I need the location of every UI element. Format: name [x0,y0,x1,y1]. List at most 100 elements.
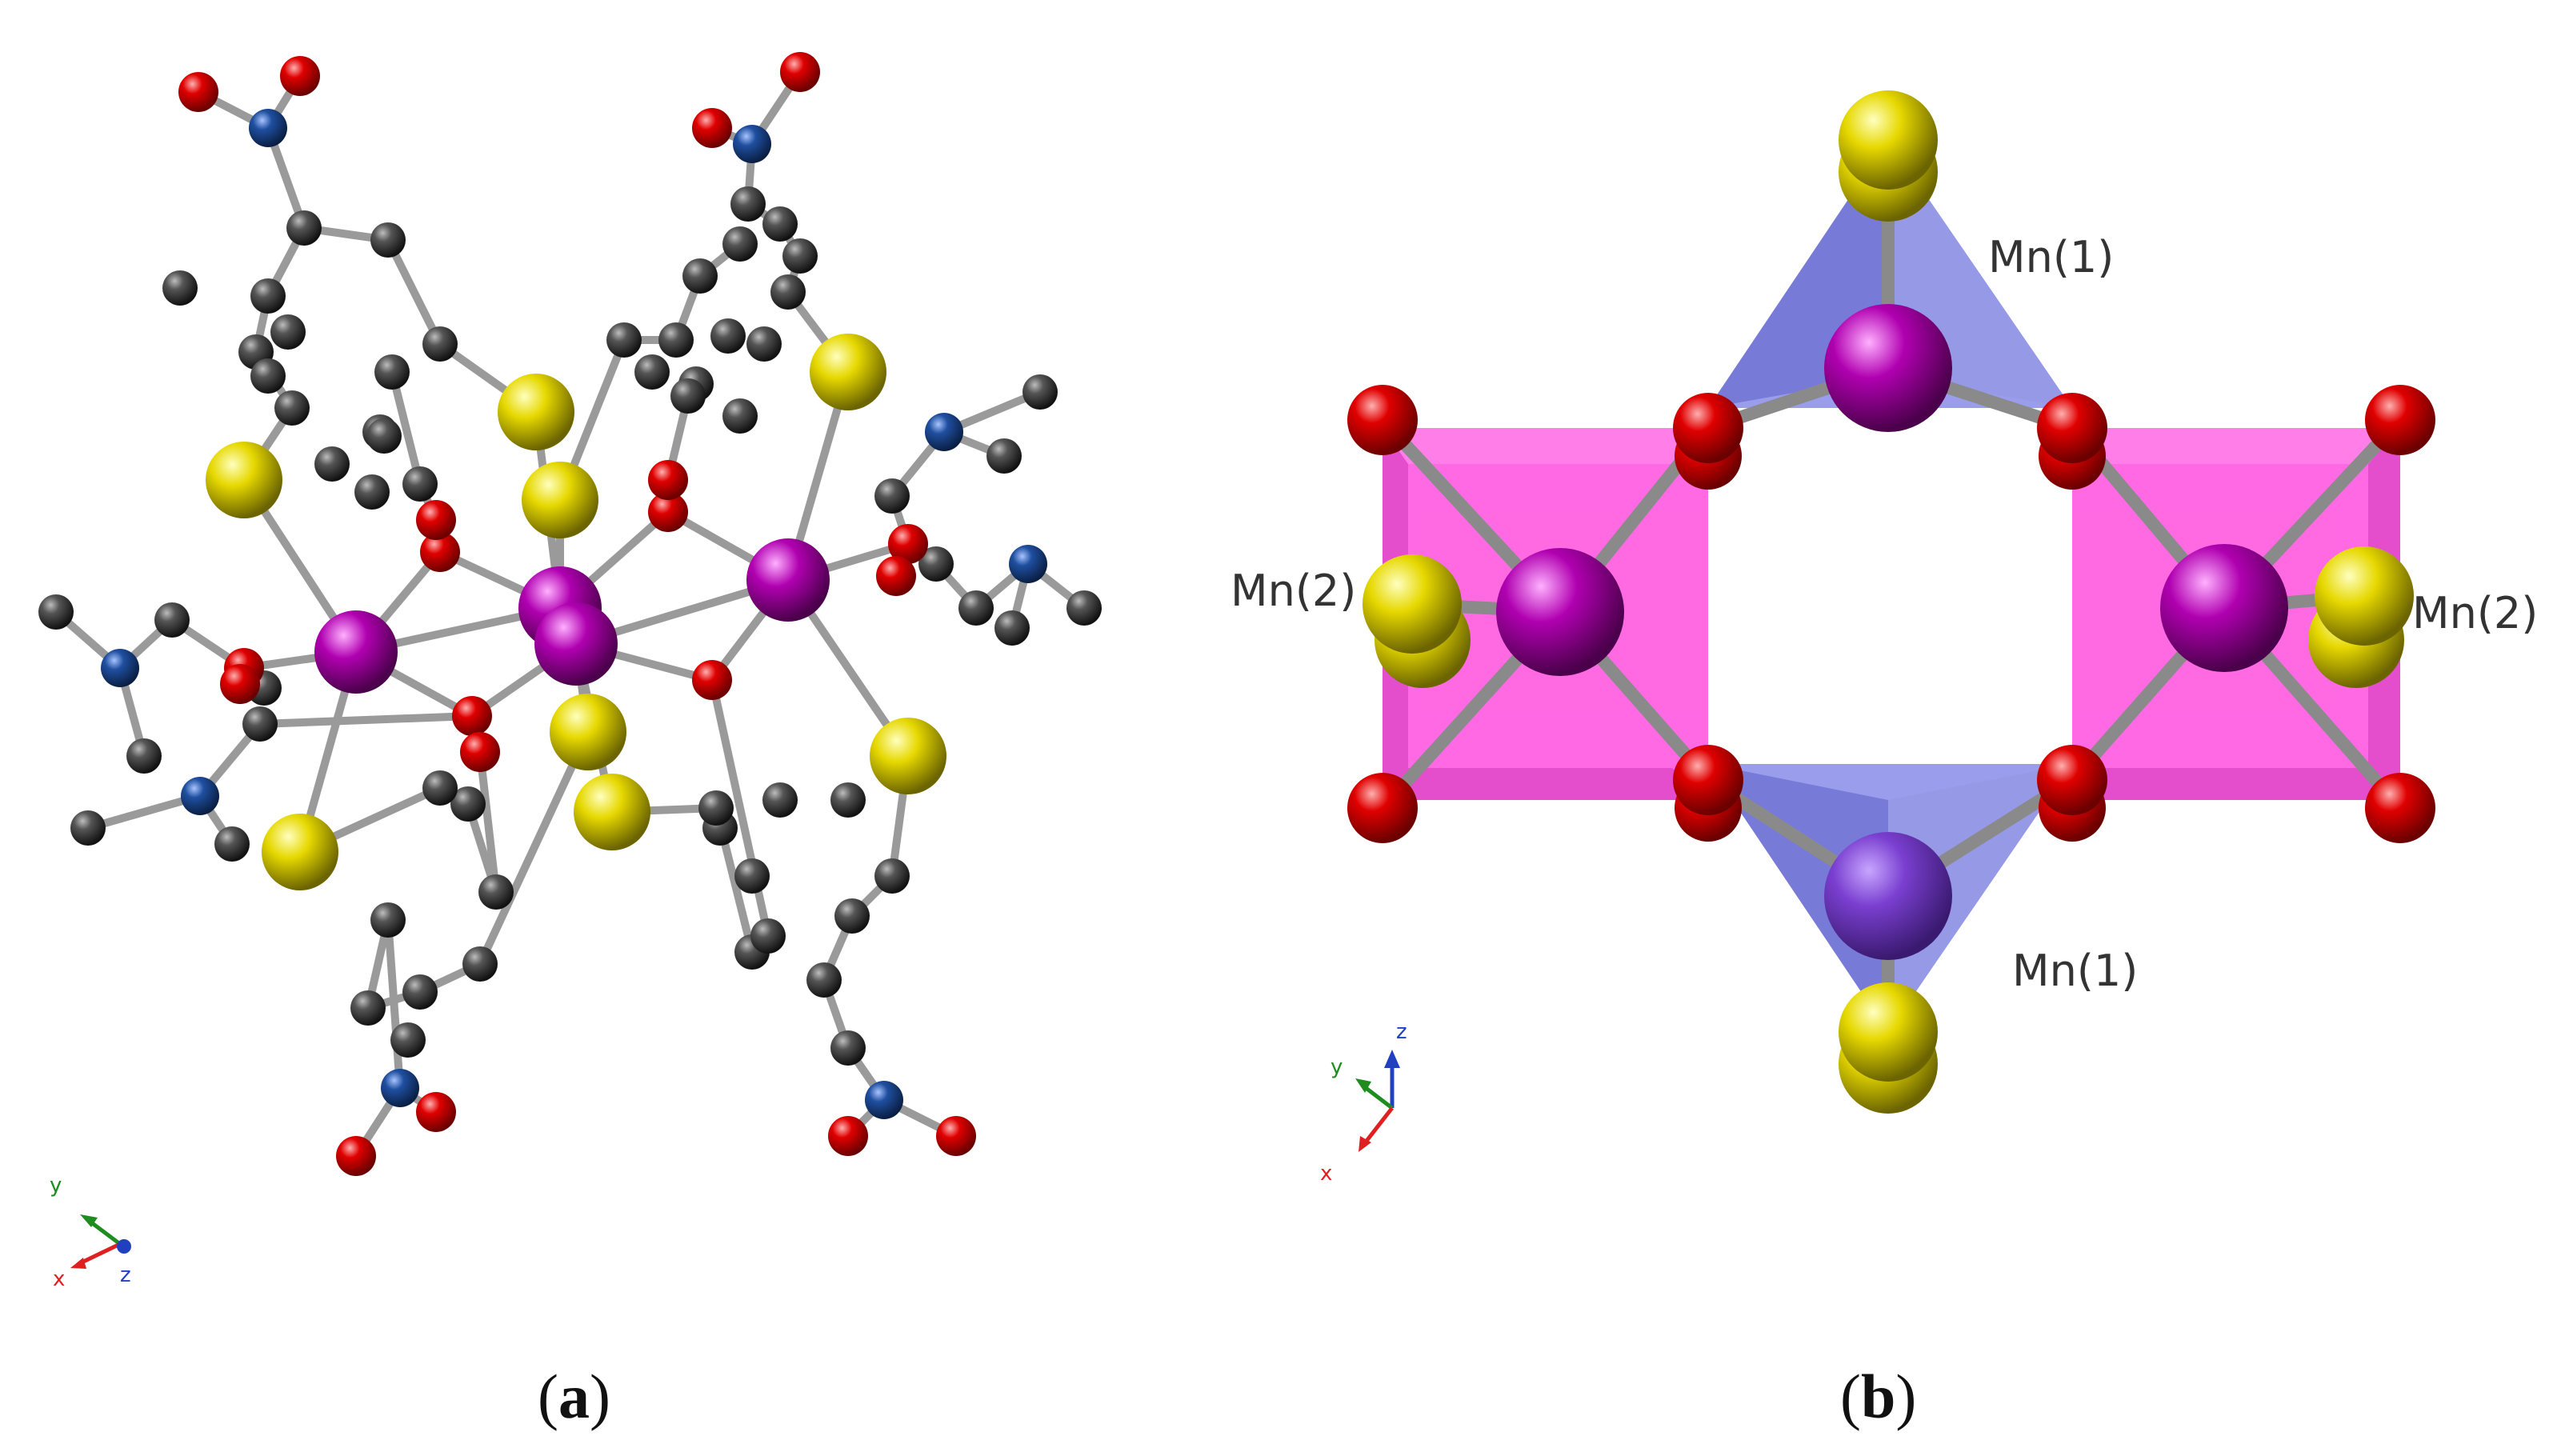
oxygen-atom [1673,393,1743,463]
panel-a-atoms [38,52,1102,1176]
carbon-atom [958,590,994,626]
carbon-atom [274,390,310,426]
carbon-atom [634,354,670,390]
carbon-atom [314,446,350,482]
carbon-atom [154,602,190,638]
carbon-atom [658,322,694,358]
caption-b: (b) [1840,1362,1916,1431]
carbon-atom [918,546,954,582]
carbon-atom [462,946,498,982]
bond [388,368,424,488]
carbon-atom [370,902,406,938]
carbon-atom [698,790,734,826]
oxygen-atom [416,500,456,540]
sulfur-atom [1363,554,1462,654]
oxygen-atom [692,108,732,148]
mn2-left-label: Mn(2) [1230,566,1356,616]
oxygen-atom [280,56,320,96]
bond [384,236,444,348]
carbon-atom [402,466,438,502]
mn1-top-label: Mn(1) [1988,232,2114,282]
axis-x-label-b: x [1320,1162,1332,1186]
carbon-atom [250,278,286,314]
caption-a: (a) [538,1362,610,1431]
oxygen-atom [2365,773,2435,843]
carbon-atom [162,270,198,306]
nitrogen-atom [925,413,963,451]
panel-b-atoms [1347,90,2435,1114]
bond [476,748,500,896]
sulfur-atom [206,442,282,518]
nitrogen-atom [181,777,219,815]
sulfur-atom [550,694,626,770]
oxygen-atom [936,1116,976,1156]
carbon-atom [1066,590,1102,626]
manganese-atom [1824,304,1952,432]
bond [84,792,204,832]
oxygen-atom [2037,745,2107,815]
sulfur-atom [870,718,946,794]
sulfur-atom [574,774,650,850]
oxygen-atom [220,664,260,704]
carbon-atom [390,1022,426,1058]
carbon-atom [38,594,74,630]
bond [476,728,592,968]
oxygen-atom [828,1116,868,1156]
carbon-atom [402,974,438,1010]
sulfur-atom [810,334,886,410]
nitrogen-atom [733,125,771,163]
carbon-atom [370,222,406,258]
carbon-atom [722,226,758,262]
nitrogen-atom [381,1069,419,1107]
axis-x-label-a: x [53,1267,65,1291]
bond [708,676,772,940]
bond [256,712,476,728]
carbon-atom [762,206,798,242]
carbon-atom [450,786,486,822]
carbon-atom [730,186,766,222]
sulfur-atom [522,462,598,538]
carbon-atom [782,238,818,274]
carbon-atom [770,274,806,310]
panel-a-axis-triad: y x z [50,1174,131,1291]
carbon-atom [478,874,514,910]
carbon-atom [422,770,458,806]
axis-z-label-b: z [1396,1020,1407,1044]
oxygen-atom [452,696,492,736]
carbon-atom [874,858,910,894]
carbon-atom [762,782,798,818]
carbon-atom [986,438,1022,474]
sulfur-atom [498,374,574,450]
oxygen-atom [648,460,688,500]
sulfur-atom [2315,546,2414,646]
carbon-atom [994,610,1030,646]
carbon-atom [682,258,718,294]
carbon-atom [1022,374,1058,410]
carbon-atom [70,810,106,846]
oxygen-atom [2037,393,2107,463]
axis-y-label-a: y [50,1174,62,1198]
carbon-atom [126,738,162,774]
sulfur-atom [1839,90,1938,190]
manganese-atom [314,610,398,694]
carbon-atom [830,782,866,818]
carbon-atom [286,210,322,246]
manganese-atom [534,602,618,686]
carbon-atom [874,478,910,514]
nitrogen-atom [865,1081,903,1119]
oxygen-atom [876,556,916,596]
mn1-bottom-label: Mn(1) [2012,946,2138,996]
oxygen-atom [336,1136,376,1176]
oxygen-atom [648,492,688,532]
oxygen-atom [888,524,928,564]
carbon-atom [722,398,758,434]
carbon-atom [242,706,278,742]
carbon-atom [750,918,786,954]
manganese-atom [1496,548,1624,676]
carbon-atom [710,318,746,354]
nitrogen-atom [1009,545,1047,583]
carbon-atom [214,826,250,862]
oxygen-atom [2365,385,2435,455]
oxygen-atom [460,732,500,772]
carbon-atom [350,990,386,1026]
